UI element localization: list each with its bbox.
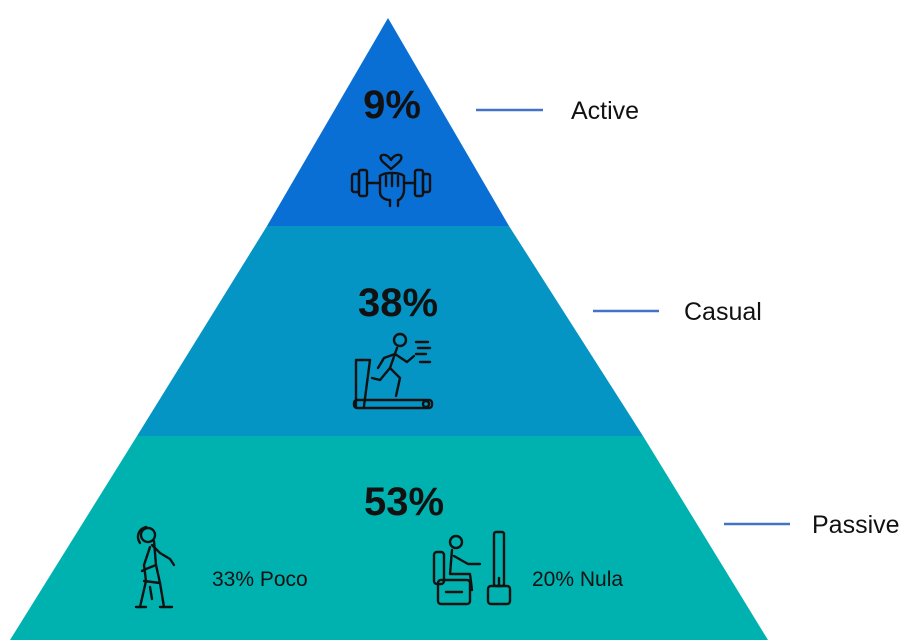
active-percent: 9% bbox=[363, 83, 421, 127]
dumbbell-heart-icon bbox=[350, 153, 432, 208]
stretching-person-icon bbox=[134, 525, 176, 609]
passive-label: Passive bbox=[812, 511, 900, 539]
treadmill-runner-icon bbox=[352, 332, 434, 410]
active-label: Active bbox=[571, 97, 639, 125]
casual-label: Casual bbox=[684, 298, 762, 326]
pyramid-tier-passive bbox=[10, 436, 768, 640]
nula-label: 20% Nula bbox=[532, 568, 623, 591]
casual-percent: 38% bbox=[358, 281, 438, 325]
sitting-person-tv-icon bbox=[432, 530, 512, 606]
poco-label: 33% Poco bbox=[212, 568, 308, 591]
pyramid-tier-active bbox=[267, 18, 509, 226]
passive-percent: 53% bbox=[364, 480, 444, 524]
pyramid-tier-casual bbox=[137, 226, 643, 436]
